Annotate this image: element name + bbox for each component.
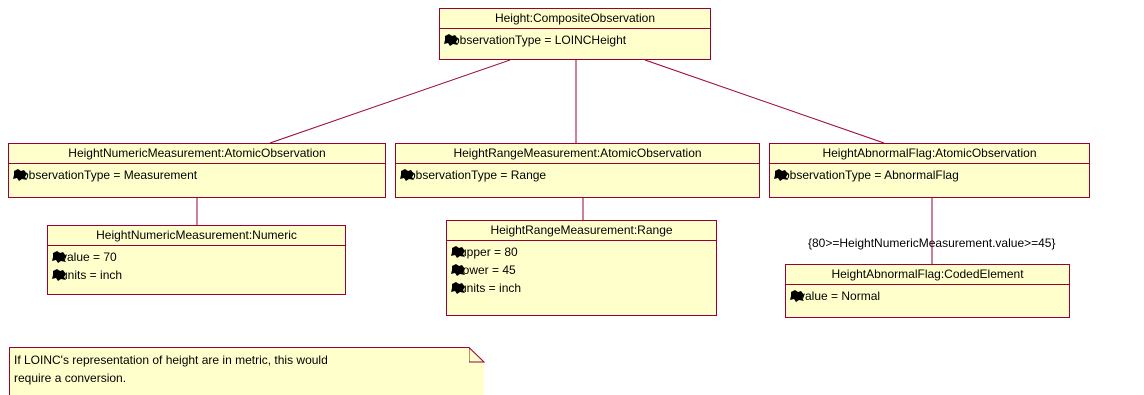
object-title: HeightAbnormalFlag:CodedElement	[786, 265, 1069, 285]
constraint-label: {80>=HeightNumericMeasurement.value>=45}	[808, 236, 1056, 250]
attribute-icon	[443, 33, 459, 46]
attribute-row: observationType = AbnormalFlag	[773, 166, 1089, 184]
link-height-to-numeric-measurement	[269, 59, 511, 144]
attribute-icon	[450, 263, 466, 276]
object-title: Height:CompositeObservation	[440, 9, 710, 29]
height-abnormal-flag-coded-element[interactable]: HeightAbnormalFlag:CodedElement value = …	[785, 264, 1070, 318]
height-composite-observation[interactable]: Height:CompositeObservation observationT…	[439, 8, 711, 60]
height-numeric-measurement-numeric[interactable]: HeightNumericMeasurement:Numeric value =…	[47, 225, 346, 295]
attribute-row: units = inch	[450, 279, 716, 297]
attribute-icon	[789, 289, 805, 302]
conversion-note[interactable]: If LOINC's representation of height are …	[9, 347, 485, 395]
object-title: HeightRangeMeasurement:Range	[447, 221, 716, 241]
object-title: HeightRangeMeasurement:AtomicObservation	[396, 144, 759, 164]
attribute-row: upper = 80	[450, 243, 716, 261]
attribute-row: value = 70	[51, 248, 345, 266]
attribute-icon	[399, 168, 415, 181]
object-title: HeightNumericMeasurement:Numeric	[48, 226, 345, 246]
note-fold-icon	[469, 347, 485, 363]
attribute-icon	[450, 281, 466, 294]
attribute-row: observationType = Range	[399, 166, 759, 184]
attribute-icon	[773, 168, 789, 181]
height-numeric-measurement-atomic-observation[interactable]: HeightNumericMeasurement:AtomicObservati…	[8, 143, 386, 198]
attribute-row: observationType = Measurement	[12, 166, 385, 184]
note-line-2: require a conversion.	[14, 371, 127, 385]
attribute-icon	[51, 268, 67, 281]
height-range-measurement-atomic-observation[interactable]: HeightRangeMeasurement:AtomicObservation…	[395, 143, 760, 198]
note-line-1: If LOINC's representation of height are …	[14, 353, 328, 367]
height-range-measurement-range[interactable]: HeightRangeMeasurement:Range upper = 80 …	[446, 220, 717, 316]
attribute-row: observationType = LOINCHeight	[443, 31, 710, 49]
attribute-row: units = inch	[51, 266, 345, 284]
attribute-row: lower = 45	[450, 261, 716, 279]
attribute-row: value = Normal	[789, 287, 1069, 305]
attribute-icon	[450, 245, 466, 258]
link-height-to-abnormal-flag	[644, 59, 885, 144]
attribute-icon	[12, 168, 28, 181]
height-abnormal-flag-atomic-observation[interactable]: HeightAbnormalFlag:AtomicObservation obs…	[769, 143, 1090, 198]
attribute-icon	[51, 250, 67, 263]
object-title: HeightAbnormalFlag:AtomicObservation	[770, 144, 1089, 164]
object-title: HeightNumericMeasurement:AtomicObservati…	[9, 144, 385, 164]
